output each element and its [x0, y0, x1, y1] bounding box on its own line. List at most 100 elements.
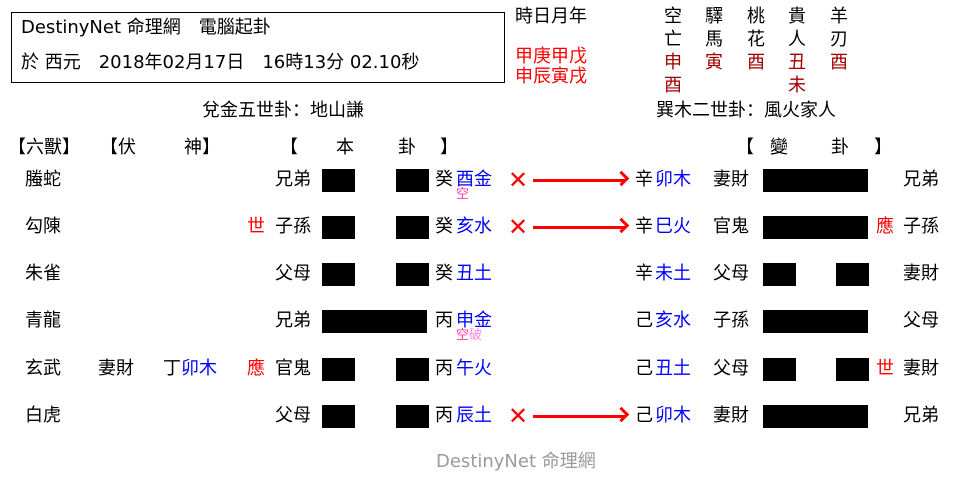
kong-note: 空 — [456, 187, 470, 202]
branch-element: 酉金 — [456, 169, 492, 190]
shensha-name-bottom: 花 — [747, 29, 765, 50]
stem: 丙 — [435, 310, 453, 331]
branch-element: 辰土 — [456, 405, 492, 426]
fushen-branch: 卯木 — [181, 358, 217, 379]
changed-relation: 父母 — [713, 358, 749, 379]
changed-yang-line — [763, 216, 868, 239]
moving-line-x-icon: ✕ — [508, 213, 529, 241]
yin-line-left — [322, 169, 355, 192]
ganzhi-label: 時日月年 — [515, 6, 587, 27]
branch-element: 申金 — [456, 310, 492, 331]
changed-yin-line-left — [763, 263, 796, 286]
col-bengua-open: 【 — [280, 137, 298, 158]
branch-element: 丑土 — [456, 263, 492, 284]
six-beast: 玄武 — [25, 358, 61, 379]
stem: 丙 — [435, 405, 453, 426]
yin-line-right — [396, 169, 429, 192]
changed-relation: 妻財 — [713, 169, 749, 190]
shensha-value: 酉 — [830, 52, 848, 73]
changed-stem: 己 — [635, 358, 653, 379]
shensha-name-bottom: 亡 — [664, 29, 682, 50]
changed-branch-element: 卯木 — [655, 169, 691, 190]
six-beast: 青龍 — [25, 310, 61, 331]
moving-line-x-icon: ✕ — [508, 402, 529, 430]
branch-element: 亥水 — [456, 216, 492, 237]
yin-line-right — [396, 216, 429, 239]
kong-note: 空 — [456, 328, 470, 343]
changed-branch-element: 丑土 — [655, 358, 691, 379]
col-liushou: 【六獸】 — [8, 137, 80, 158]
shensha-value: 酉 — [664, 75, 682, 96]
changed-stem: 辛 — [635, 263, 653, 284]
changed-stem: 辛 — [635, 216, 653, 237]
changed-relation-right: 兄弟 — [903, 405, 939, 426]
yin-line-right — [396, 405, 429, 428]
six-beast: 白虎 — [25, 405, 61, 426]
yin-line-right — [396, 358, 429, 381]
yang-line — [322, 310, 427, 333]
fushen-stem: 丁 — [163, 358, 181, 379]
changed-stem: 辛 — [635, 169, 653, 190]
shi-marker: 世 — [247, 216, 265, 237]
changed-branch-element: 亥水 — [655, 310, 691, 331]
relation: 子孫 — [275, 216, 311, 237]
yin-line-left — [322, 263, 355, 286]
header-datetime: 於 西元 2018年02月17日 16時13分 02.10秒 — [21, 52, 420, 73]
relation: 兄弟 — [275, 169, 311, 190]
changed-relation: 官鬼 — [713, 216, 749, 237]
yin-line-left — [322, 216, 355, 239]
changed-stem: 己 — [635, 310, 653, 331]
changed-branch-element: 卯木 — [655, 405, 691, 426]
arrow-right-icon — [533, 415, 625, 418]
shensha-value: 丑 — [788, 52, 806, 73]
yin-line-right — [396, 263, 429, 286]
relation: 官鬼 — [275, 358, 311, 379]
six-beast: 朱雀 — [25, 263, 61, 284]
changed-relation-right: 兄弟 — [903, 169, 939, 190]
changed-yang-line — [763, 405, 868, 428]
shensha-name-bottom: 馬 — [705, 29, 723, 50]
changed-yang-line — [763, 310, 868, 333]
stem: 癸 — [435, 263, 453, 284]
changed-relation: 父母 — [713, 263, 749, 284]
ying-marker: 應 — [247, 358, 265, 379]
col-bengua-2: 卦 — [398, 137, 416, 158]
shensha-name-top: 貴 — [788, 6, 806, 27]
shensha-value: 未 — [788, 75, 806, 96]
moving-line-x-icon: ✕ — [508, 166, 529, 194]
ganzhi-stems: 甲庚甲戊 — [515, 46, 587, 67]
changed-stem: 己 — [635, 405, 653, 426]
changed-branch-element: 未土 — [655, 263, 691, 284]
shensha-name-top: 桃 — [747, 6, 765, 27]
relation: 父母 — [275, 405, 311, 426]
changed-ying-marker: 應 — [876, 216, 894, 237]
changed-yin-line-right — [836, 263, 869, 286]
col-biangua-open: 【 — [736, 137, 754, 158]
arrow-right-icon — [533, 226, 625, 229]
col-fushen-open: 【伏 — [100, 137, 136, 158]
fushen-relation: 妻財 — [98, 358, 134, 379]
arrow-right-icon — [533, 179, 625, 182]
changed-relation: 妻財 — [713, 405, 749, 426]
po-note: 破 — [469, 328, 483, 343]
changed-yin-line-left — [763, 358, 796, 381]
yin-line-left — [322, 405, 355, 428]
changed-relation-right: 父母 — [903, 310, 939, 331]
changed-gua-title: 巽木二世卦：風火家人 — [656, 100, 836, 121]
col-biangua-2: 卦 — [831, 137, 849, 158]
shensha-value: 申 — [664, 52, 682, 73]
col-bengua-close: 】 — [440, 137, 458, 158]
shensha-name-top: 空 — [664, 6, 682, 27]
changed-relation-right: 妻財 — [903, 263, 939, 284]
changed-shi-marker: 世 — [876, 358, 894, 379]
changed-relation-right: 妻財 — [903, 358, 939, 379]
relation: 父母 — [275, 263, 311, 284]
footer-brand: DestinyNet 命理網 — [436, 451, 596, 472]
col-fushen-close: 神】 — [184, 137, 220, 158]
shensha-name-top: 驛 — [705, 6, 723, 27]
yin-line-left — [322, 358, 355, 381]
shensha-name-bottom: 刃 — [830, 29, 848, 50]
changed-branch-element: 巳火 — [655, 216, 691, 237]
ganzhi-branches: 申辰寅戌 — [515, 66, 587, 87]
stem: 丙 — [435, 358, 453, 379]
